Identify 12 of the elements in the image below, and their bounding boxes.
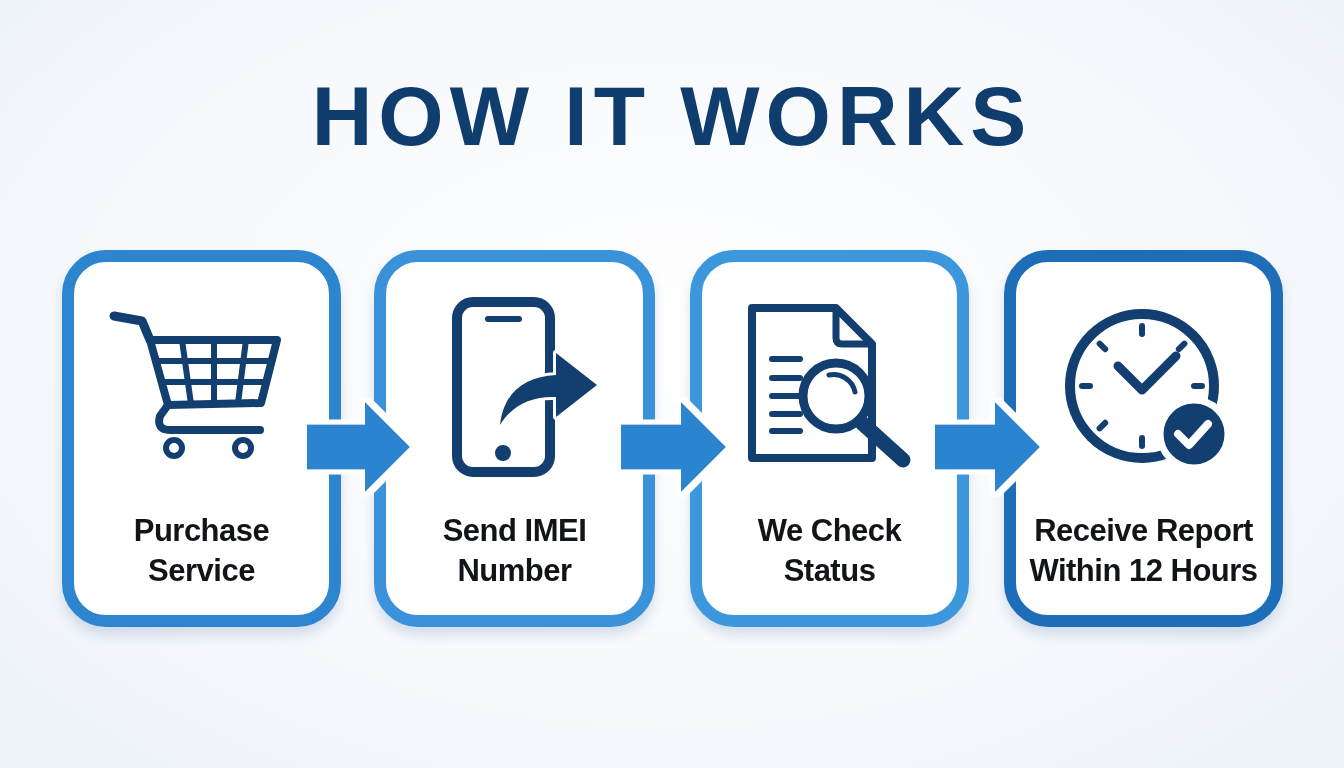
step-label: Purchase Service [132,512,271,590]
step-label: Send IMEI Number [441,512,588,590]
step-label: Receive Report Within 12 Hours [1028,512,1259,590]
arrow [307,402,410,492]
step-label: We Check Status [756,512,903,590]
step-card [1004,250,1283,627]
step-card [690,250,969,627]
arrow [935,402,1040,492]
arrow [621,402,726,492]
title: HOW IT WORKS [311,74,1033,158]
step-card [62,250,341,627]
step-card [374,250,655,627]
